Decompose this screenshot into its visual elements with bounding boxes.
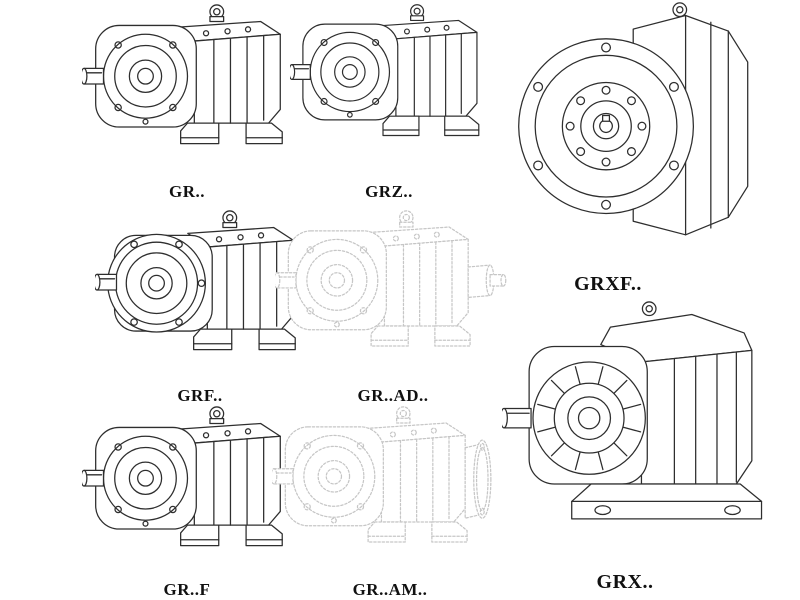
gearbox-art [502,301,763,520]
figure-grxf: GRXF.. [498,0,782,296]
gearbox-art [95,211,295,350]
gearbox-art [82,407,282,546]
gearbox-drawing-gr [82,2,292,158]
gearbox-drawing-gr-f [82,404,292,560]
label-gr-am: GR..AM.. [352,580,428,599]
gearbox-art [82,5,282,144]
gearbox-art [272,407,467,542]
label-grz: GRZ.. [365,182,413,201]
gearbox-art [518,2,749,236]
figure-grf: GRF.. [95,208,305,406]
gearbox-drawing-grx [502,301,763,520]
figure-gr-ad: GR..AD.. [275,208,511,406]
gearbox-drawing-grf [95,208,305,364]
figure-gr: GR.. [82,2,292,202]
label-grx: GRX.. [596,571,654,593]
label-gr-f: GR..F [163,580,211,599]
gearbox-art [275,211,470,346]
motor-adapter-flange [464,439,492,519]
figure-gr-f: GR..F [82,404,292,600]
gearbox-drawing-grz [290,2,488,149]
label-gr-ad: GR..AD.. [357,386,429,405]
label-grf: GRF.. [177,386,223,405]
gearbox-drawing-gr-am [272,404,492,556]
input-shaft-adapter [467,264,507,299]
gearbox-drawing-grxf [518,2,749,236]
label-grxf: GRXF.. [574,273,642,295]
gearbox-art [290,5,479,136]
gearbox-drawing-gr-ad [275,208,507,360]
figure-grx: GRX.. [492,300,788,594]
label-gr: GR.. [169,182,205,201]
figure-grz: GRZ.. [290,2,488,202]
figure-gr-am: GR..AM.. [272,404,508,600]
